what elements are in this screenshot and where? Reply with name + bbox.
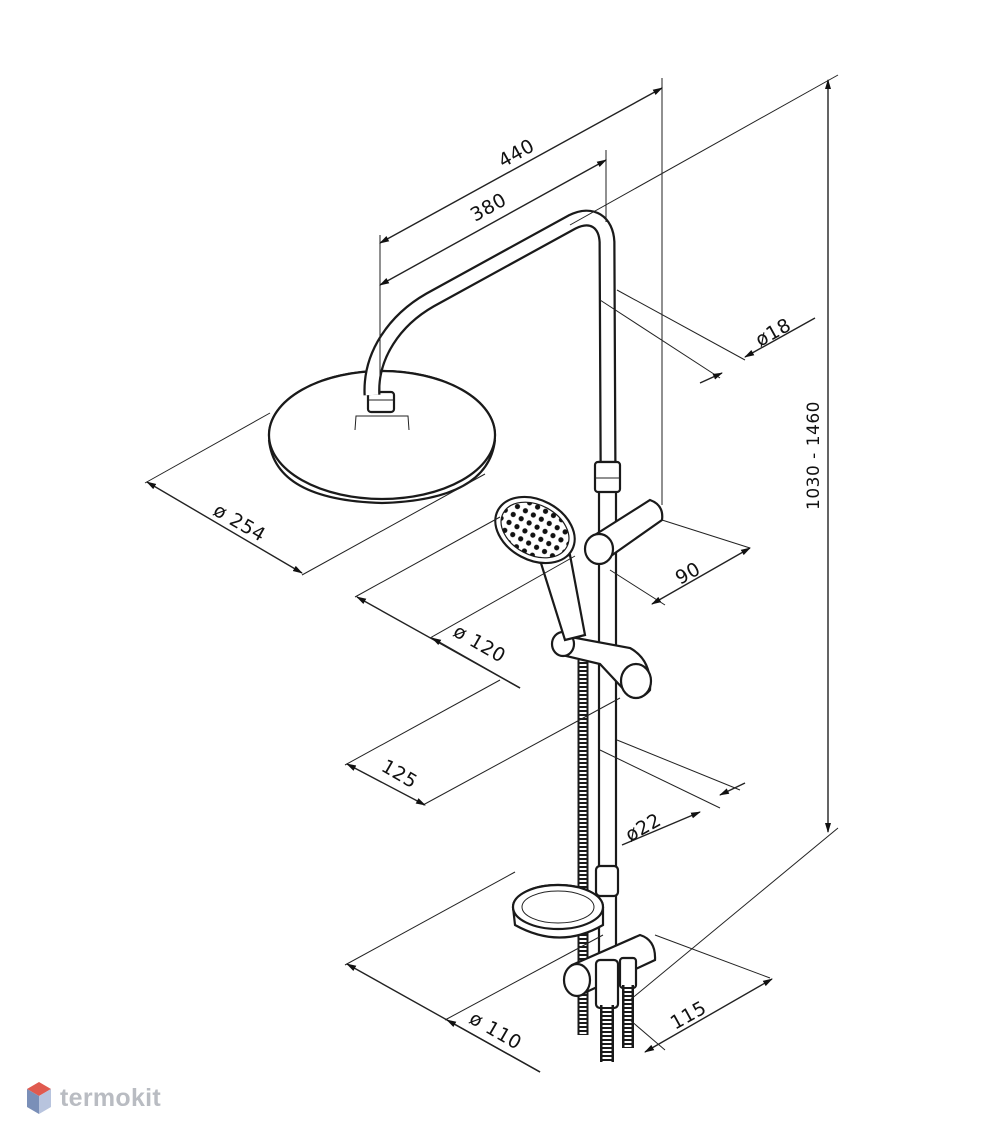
label-hand-shower-diameter-120: ø 120: [450, 620, 510, 667]
diverter-mixer: [562, 933, 657, 1062]
rail-slider: [550, 630, 653, 700]
label-head-diameter-254: ø 254: [210, 499, 270, 546]
label-380: 380: [467, 189, 511, 227]
label-height-range: 1030 - 1460: [804, 401, 824, 510]
label-holder-90: 90: [672, 558, 705, 589]
label-440: 440: [495, 135, 539, 173]
overhead-shower-head: [267, 369, 497, 505]
hand-shower-holder: [583, 498, 664, 566]
label-pipe-diameter-18: ø18: [752, 314, 795, 351]
shower-rail: [593, 460, 622, 984]
label-slider-125: 125: [378, 755, 422, 793]
label-mixer-115: 115: [667, 997, 711, 1035]
watermark: termokit: [26, 1080, 161, 1116]
dimension-lines: [144, 74, 839, 1073]
soap-dish: [511, 864, 620, 939]
hexagon-cube-icon: [27, 1082, 51, 1114]
label-rail-diameter-22: ø22: [622, 809, 665, 846]
hand-shower: [494, 495, 587, 642]
watermark-brand: termokit: [60, 1083, 162, 1112]
